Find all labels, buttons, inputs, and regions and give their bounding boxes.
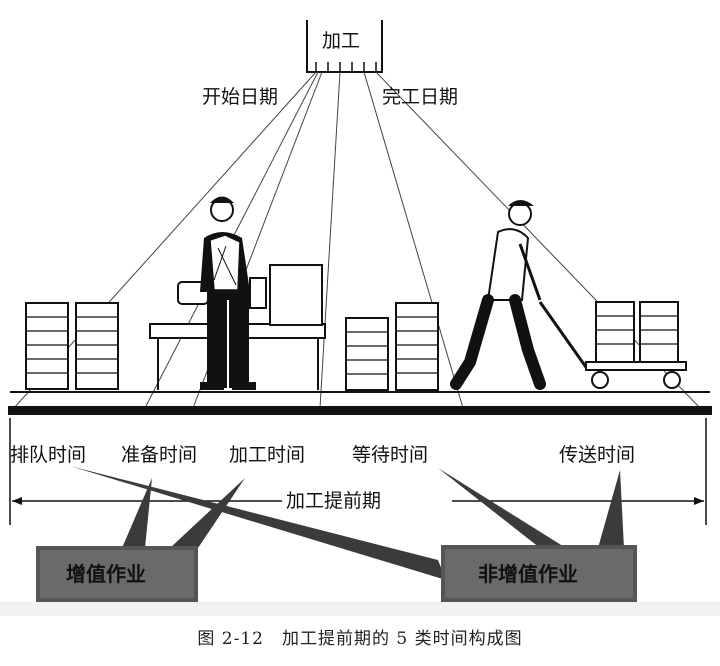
transport-worker-figure (456, 200, 540, 384)
waiting-trays (346, 303, 438, 390)
lead-time-label: 加工提前期 (286, 492, 381, 511)
value-added-label: 增值作业 (66, 564, 146, 584)
time-category-queue: 排队时间 (10, 446, 86, 465)
time-category-process: 加工时间 (229, 446, 305, 465)
process-box-ticks (316, 62, 376, 72)
process-label: 加工 (322, 32, 360, 51)
time-category-wait: 等待时间 (352, 446, 428, 465)
time-category-move: 传送时间 (559, 446, 635, 465)
transport-cart (540, 302, 686, 388)
left-trays (26, 303, 118, 389)
start-date-label: 开始日期 (202, 88, 278, 107)
non-value-added-label: 非增值作业 (478, 564, 578, 584)
timeline-bar (8, 406, 712, 415)
end-date-label: 完工日期 (382, 88, 458, 107)
time-category-setup: 准备时间 (121, 446, 197, 465)
figure-caption: 图 2-12 加工提前期的 5 类时间构成图 (0, 624, 720, 649)
arrowhead-left (12, 497, 22, 505)
machine-operator-figure (200, 197, 256, 391)
arrowhead-right (694, 497, 704, 505)
